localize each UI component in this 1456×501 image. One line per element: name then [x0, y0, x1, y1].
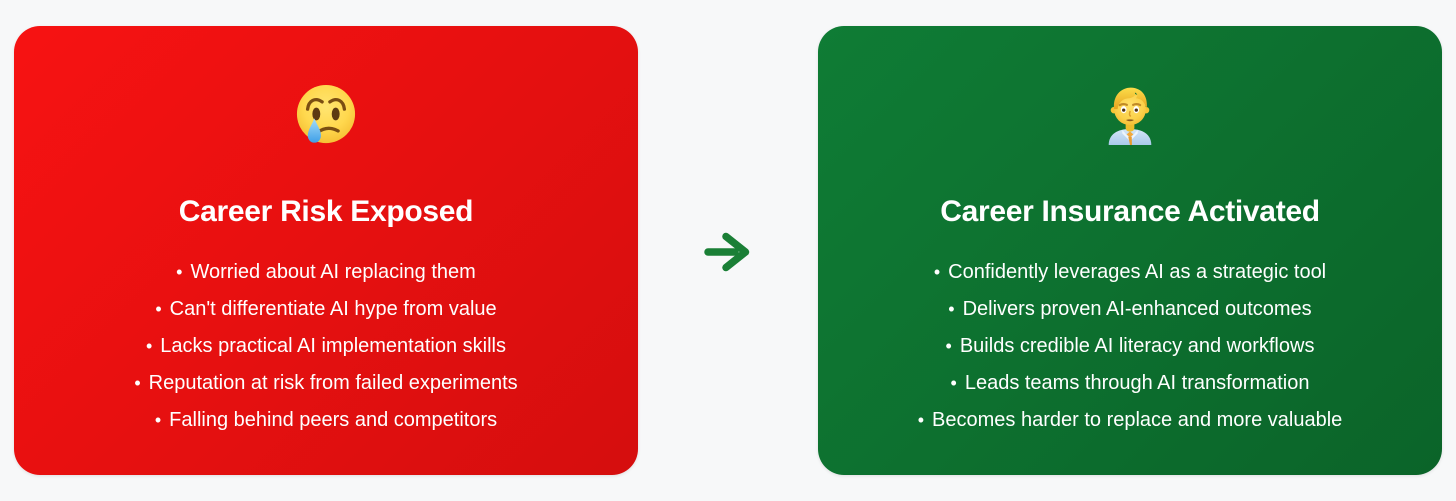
career-risk-card: Career Risk Exposed • Worried about AI re… — [14, 26, 638, 475]
card-title: Career Insurance Activated — [940, 195, 1320, 228]
bullet-dot-icon: • — [134, 373, 141, 393]
bullet-item: • Leads teams through AI transformation — [918, 365, 1343, 402]
bullet-text: Becomes harder to replace and more valua… — [932, 409, 1343, 431]
bullet-list: • Worried about AI replacing them • Can't … — [134, 254, 517, 439]
bullet-dot-icon: • — [948, 299, 955, 319]
bullet-text: Worried about AI replacing them — [190, 261, 476, 283]
bullet-item: • Reputation at risk from failed experime… — [134, 365, 517, 402]
bullet-item: • Delivers proven AI-enhanced outcomes — [918, 291, 1343, 328]
bullet-dot-icon: • — [933, 262, 941, 282]
bullet-dot-icon: • — [950, 373, 957, 393]
bullet-text: Delivers proven AI-enhanced outcomes — [962, 298, 1312, 320]
bullet-text: Leads teams through AI transformation — [964, 372, 1310, 394]
card-title: Career Risk Exposed — [178, 195, 474, 228]
bullet-text: Builds credible AI literacy and workflow… — [959, 335, 1315, 357]
bullet-text: Confidently leverages AI as a strategic … — [948, 261, 1327, 283]
arrow-icon — [704, 232, 750, 271]
bullet-item: • Builds credible AI literacy and workflo… — [918, 328, 1343, 365]
bullet-text: Falling behind peers and competitors — [169, 409, 498, 431]
bullet-text: Can't differentiate AI hype from value — [169, 298, 497, 320]
crying-face-emoji — [296, 84, 356, 144]
bullet-item: • Becomes harder to replace and more valu… — [918, 402, 1343, 439]
bullet-dot-icon: • — [145, 336, 153, 356]
bullet-text: Reputation at risk from failed experimen… — [148, 372, 518, 394]
bullet-dot-icon: • — [945, 336, 952, 356]
man-office-worker-emoji — [1108, 87, 1152, 145]
bullet-item: • Worried about AI replacing them — [134, 254, 517, 291]
bullet-list: • Confidently leverages AI as a strategic… — [918, 254, 1343, 439]
bullet-item: • Falling behind peers and competitors — [134, 402, 517, 439]
bullet-item: • Confidently leverages AI as a strategic… — [918, 254, 1343, 291]
bullet-item: • Can't differentiate AI hype from value — [134, 291, 517, 328]
bullet-dot-icon: • — [917, 410, 925, 430]
bullet-dot-icon: • — [176, 262, 183, 282]
bullet-text: Lacks practical AI implementation skills — [160, 335, 506, 357]
career-insurance-card: Career Insurance Activated • Confidently … — [818, 26, 1442, 475]
bullet-item: • Lacks practical AI implementation skill… — [134, 328, 517, 365]
bullet-dot-icon: • — [155, 299, 162, 319]
bullet-dot-icon: • — [154, 410, 162, 430]
transition-arrow-zone — [638, 26, 818, 475]
